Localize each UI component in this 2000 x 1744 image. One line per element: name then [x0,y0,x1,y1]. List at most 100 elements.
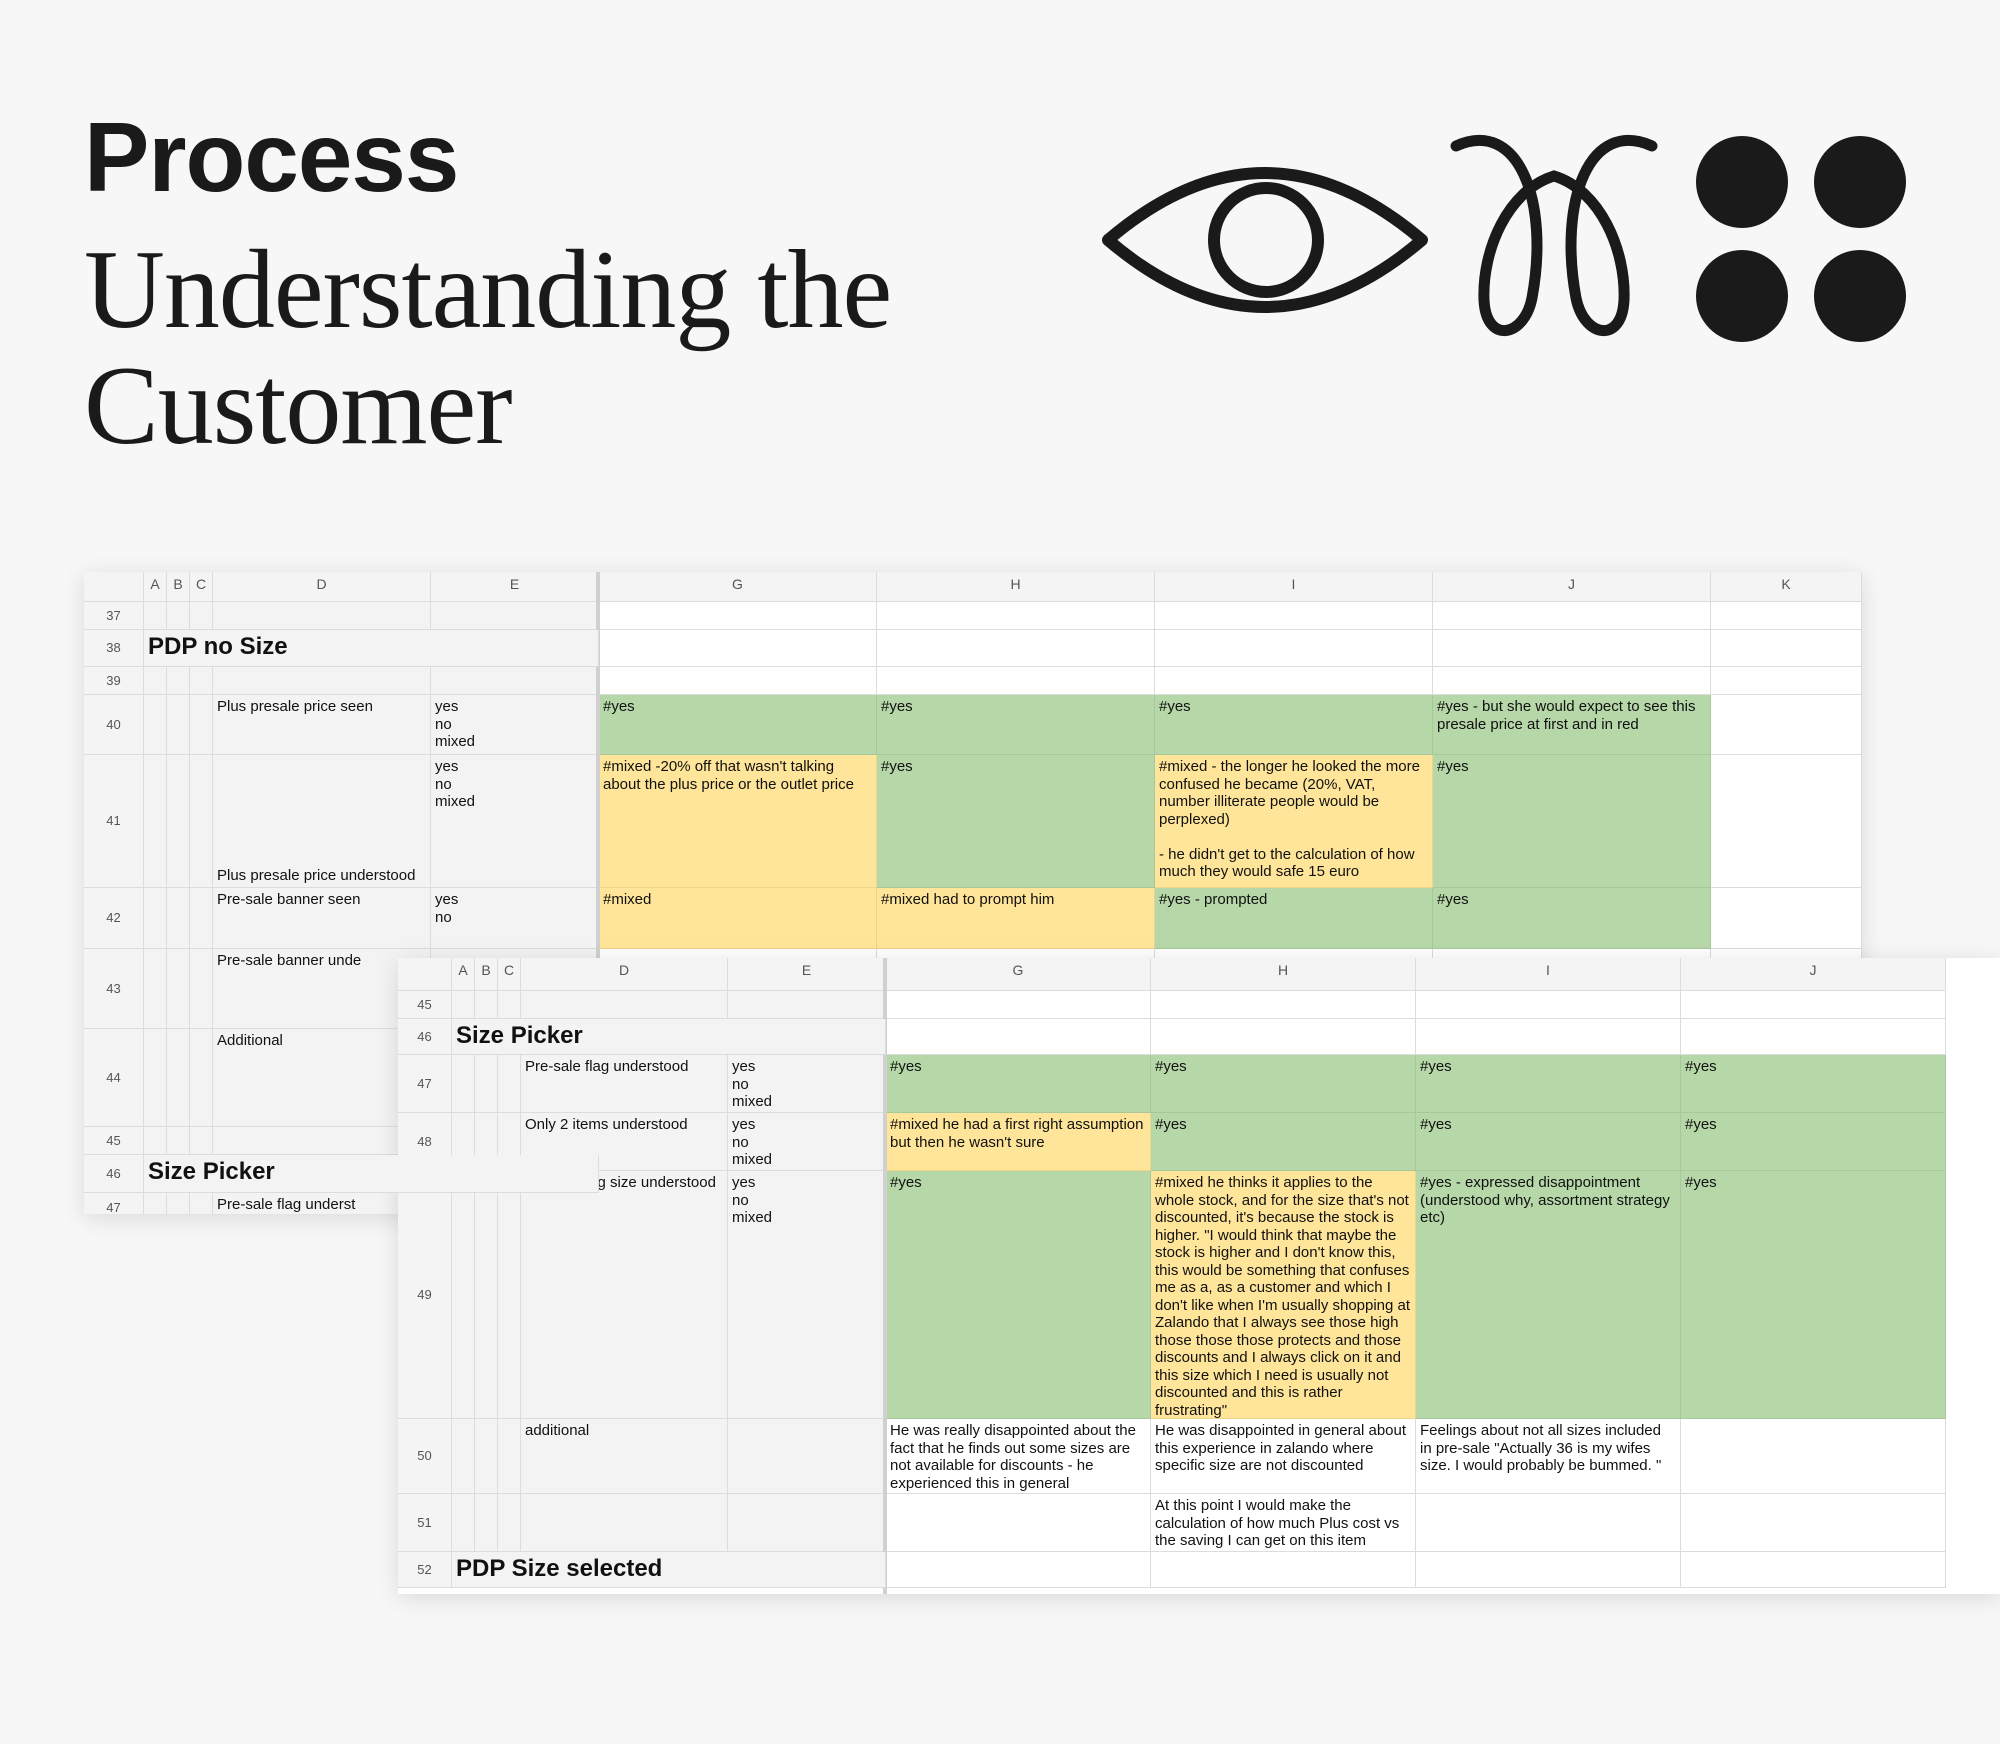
data-cell[interactable]: #yes [877,755,1155,888]
frozen-column-divider[interactable] [596,572,600,1214]
data-cell[interactable] [1711,667,1862,695]
row-label[interactable]: No Plus flag size understood [521,1171,728,1419]
data-cell[interactable] [1711,888,1862,949]
row-header[interactable]: 50 [398,1419,452,1494]
data-cell[interactable]: #yes [599,695,877,755]
cell[interactable] [452,1419,475,1494]
data-cell[interactable] [1416,1494,1681,1552]
data-cell[interactable]: #yes - but she would expect to see this … [1433,695,1711,755]
data-cell[interactable] [1155,630,1433,667]
cell[interactable] [144,695,167,755]
answer-options[interactable]: yes no mixed [431,755,599,888]
cell[interactable] [144,949,167,1029]
column-header-d[interactable]: D [521,958,728,991]
data-cell[interactable] [1681,1494,1946,1552]
row-header[interactable]: 37 [84,602,144,630]
data-cell[interactable]: #yes [1681,1055,1946,1113]
answer-options[interactable]: yes no mixed [728,1055,886,1113]
data-cell[interactable] [1681,1019,1946,1055]
cell[interactable] [144,667,167,695]
data-cell[interactable]: #mixed he thinks it applies to the whole… [1151,1171,1416,1419]
cell[interactable] [475,991,498,1019]
column-header-h[interactable]: H [877,572,1155,602]
cell[interactable] [144,1029,167,1127]
row-header[interactable]: 49 [398,1171,452,1419]
data-cell[interactable] [599,667,877,695]
cell[interactable] [144,888,167,949]
data-cell[interactable]: #yes [877,695,1155,755]
column-header-j[interactable]: J [1433,572,1711,602]
data-cell[interactable] [1681,1552,1946,1588]
column-header-j[interactable]: J [1681,958,1946,991]
data-cell[interactable] [1151,991,1416,1019]
select-all-corner[interactable] [84,572,144,602]
answer-options[interactable]: yes no [431,888,599,949]
cell[interactable] [475,1055,498,1113]
cell[interactable] [190,1193,213,1214]
cell[interactable] [167,888,190,949]
column-header-c[interactable]: C [190,572,213,602]
data-cell[interactable]: #mixed had to prompt him [877,888,1155,949]
row-header[interactable]: 45 [398,991,452,1019]
cell[interactable] [144,1127,167,1155]
cell[interactable] [167,1029,190,1127]
data-cell[interactable] [1681,991,1946,1019]
row-header[interactable]: 51 [398,1494,452,1552]
data-cell[interactable]: #yes [1681,1113,1946,1171]
row-header[interactable]: 40 [84,695,144,755]
cell[interactable] [144,602,167,630]
data-cell[interactable]: #yes [1151,1055,1416,1113]
data-cell[interactable] [1433,630,1711,667]
answer-options[interactable] [728,991,886,1019]
data-cell[interactable] [1711,755,1862,888]
data-cell[interactable] [599,630,877,667]
data-cell[interactable]: Feelings about not all sizes included in… [1416,1419,1681,1494]
cell[interactable] [498,1055,521,1113]
column-header-b[interactable]: B [475,958,498,991]
row-label[interactable] [521,1494,728,1552]
row-header[interactable]: 46 [84,1155,144,1193]
data-cell[interactable]: #yes [1433,888,1711,949]
answer-options[interactable]: yes no mixed [728,1113,886,1171]
data-cell[interactable]: #yes - expressed disappointment (underst… [1416,1171,1681,1419]
data-cell[interactable] [1433,602,1711,630]
answer-options[interactable] [728,1419,886,1494]
data-cell[interactable]: #yes [886,1171,1151,1419]
cell[interactable] [452,1494,475,1552]
cell[interactable] [190,949,213,1029]
cell[interactable] [475,1494,498,1552]
cell[interactable] [190,602,213,630]
row-label[interactable]: Pre-sale flag underst [213,1193,431,1214]
data-cell[interactable]: #mixed - the longer he looked the more c… [1155,755,1433,888]
cell[interactable] [498,1419,521,1494]
data-cell[interactable] [877,602,1155,630]
data-cell[interactable]: #yes - prompted [1155,888,1433,949]
section-title[interactable]: Size Picker [144,1155,599,1193]
column-header-b[interactable]: B [167,572,190,602]
cell[interactable] [452,1055,475,1113]
row-header[interactable]: 39 [84,667,144,695]
data-cell[interactable] [886,1019,1151,1055]
cell[interactable] [452,1171,475,1419]
data-cell[interactable]: #yes [1681,1171,1946,1419]
data-cell[interactable] [1416,1552,1681,1588]
data-cell[interactable] [1711,695,1862,755]
row-label[interactable] [213,602,431,630]
data-cell[interactable] [1151,1019,1416,1055]
answer-options[interactable] [728,1494,886,1552]
data-cell[interactable]: At this point I would make the calculati… [1151,1494,1416,1552]
column-header-d[interactable]: D [213,572,431,602]
column-header-a[interactable]: A [452,958,475,991]
answer-options[interactable] [431,667,599,695]
data-cell[interactable]: #yes [1433,755,1711,888]
column-header-e[interactable]: E [728,958,886,991]
row-header[interactable]: 43 [84,949,144,1029]
row-label[interactable]: Pre-sale banner unde [213,949,431,1029]
data-cell[interactable]: He was disappointed in general about thi… [1151,1419,1416,1494]
answer-options[interactable]: yes no mixed [431,695,599,755]
row-label[interactable] [521,991,728,1019]
data-cell[interactable]: #yes [1151,1113,1416,1171]
data-cell[interactable] [1711,630,1862,667]
row-label[interactable]: additional [521,1419,728,1494]
data-cell[interactable] [886,1494,1151,1552]
